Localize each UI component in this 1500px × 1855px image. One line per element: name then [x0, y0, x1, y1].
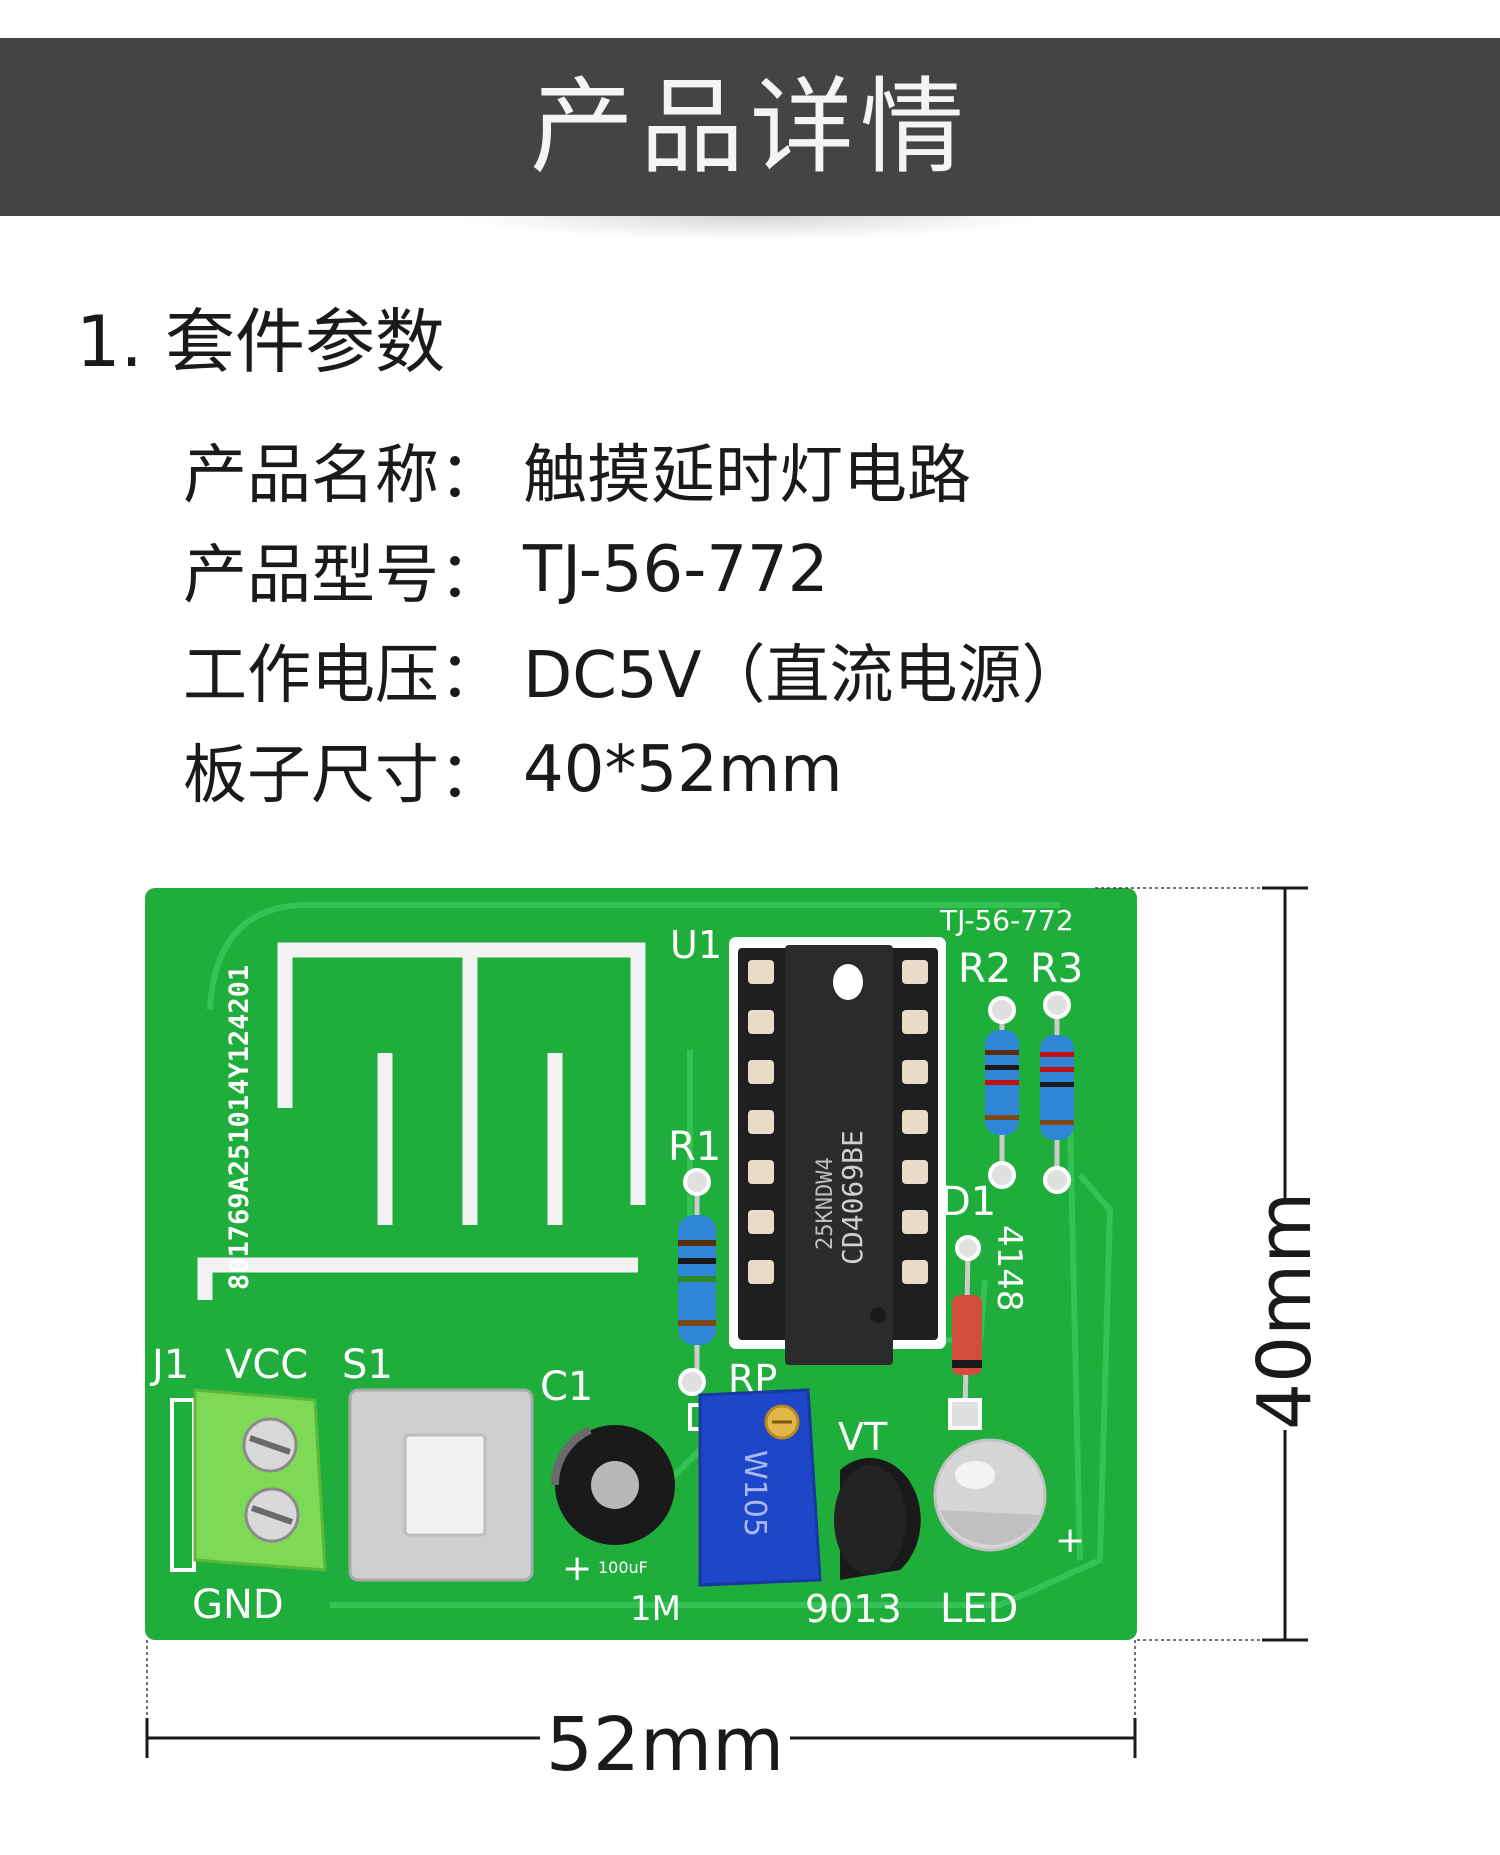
led-plus-label: +	[1055, 1520, 1085, 1561]
param-label: 板子尺寸：	[183, 739, 503, 813]
led-label: LED	[940, 1586, 1018, 1632]
resistor-r3	[1040, 991, 1074, 1194]
param-row-size: 板子尺寸： 40*52mm	[183, 720, 1085, 820]
board-illustration: 801769A251014Y124201 TJ-56-772 CD4069BE …	[0, 870, 1500, 1855]
pcb-svg: 801769A251014Y124201 TJ-56-772 CD4069BE …	[145, 886, 1308, 1758]
j1-label: J1	[149, 1342, 189, 1388]
touch-electrode	[197, 942, 646, 1300]
ic-batch-text: 25KNDW4	[813, 1157, 838, 1250]
param-value: TJ-56-772	[523, 533, 829, 607]
section-title: 1. 套件参数	[76, 301, 446, 383]
terminal-j1	[170, 1388, 327, 1572]
param-value: 触摸延时灯电路	[523, 439, 971, 513]
c1-value-label: 100uF	[598, 1558, 648, 1577]
vt-part-label: 9013	[805, 1587, 902, 1631]
width-dimension-label: 52mm	[540, 1700, 790, 1790]
transistor-vt	[834, 1457, 921, 1580]
d1-part-label: 4148	[989, 1225, 1029, 1312]
led	[933, 1438, 1047, 1552]
header-bar: 产品详情	[0, 38, 1500, 216]
gnd-label: GND	[192, 1582, 284, 1628]
param-label: 产品型号：	[183, 539, 503, 613]
ic-chip	[785, 945, 893, 1365]
ic-pin1-dot	[870, 1307, 886, 1323]
capacitor-c1	[550, 1425, 675, 1545]
param-value: 40*52mm	[523, 733, 843, 807]
resistor-r2	[985, 996, 1019, 1189]
vcc-label: VCC	[225, 1342, 308, 1388]
u1-label: U1	[670, 923, 722, 967]
pot-code-text: W105	[737, 1450, 772, 1537]
param-row-name: 产品名称： 触摸延时灯电路	[183, 420, 1085, 520]
r3-label: R3	[1030, 946, 1083, 992]
r2-label: R2	[958, 946, 1011, 992]
param-label: 工作电压：	[183, 639, 503, 713]
ic-pins	[748, 960, 928, 1284]
switch-s1	[348, 1388, 534, 1582]
param-value: DC5V（直流电源）	[523, 639, 1086, 713]
ic-notch	[833, 964, 863, 1000]
resistor-r1	[678, 1168, 716, 1396]
c1-plus-label: +	[562, 1548, 592, 1589]
vt-label: VT	[838, 1415, 888, 1459]
ic-part-text: CD4069BE	[836, 1130, 869, 1265]
diode-d1	[948, 1235, 982, 1430]
d1-label: D1	[940, 1179, 996, 1225]
height-dimension-label: 40mm	[1240, 1191, 1330, 1430]
r1-label: R1	[668, 1124, 721, 1170]
header-shadow	[450, 216, 1050, 240]
param-row-model: 产品型号： TJ-56-772	[183, 520, 1085, 620]
s1-label: S1	[342, 1342, 393, 1388]
page-title: 产品详情	[529, 66, 970, 188]
serial-silk: 801769A251014Y124201	[224, 965, 255, 1290]
rp-value-label: 1M	[630, 1589, 681, 1629]
param-list: 产品名称： 触摸延时灯电路 产品型号： TJ-56-772 工作电压： DC5V…	[183, 420, 1085, 820]
potentiometer-rp	[688, 1388, 822, 1587]
param-row-voltage: 工作电压： DC5V（直流电源）	[183, 620, 1085, 720]
param-label: 产品名称：	[183, 439, 503, 513]
c1-label: C1	[540, 1364, 593, 1410]
model-silk: TJ-56-772	[939, 904, 1074, 937]
